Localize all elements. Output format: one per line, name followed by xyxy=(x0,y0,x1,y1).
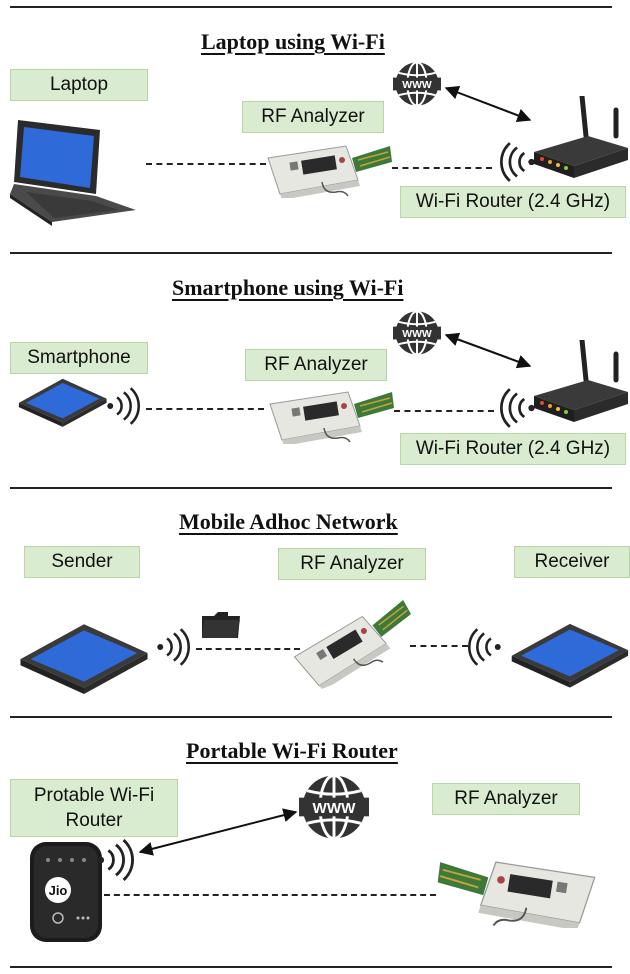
rf-analyzer-label: RF Analyzer xyxy=(245,349,387,381)
rf-analyzer-label: RF Analyzer xyxy=(242,101,384,133)
rf-analyzer-label: RF Analyzer xyxy=(432,783,580,815)
receiver-label: Receiver xyxy=(514,546,630,578)
connection-line xyxy=(146,408,264,410)
laptop-label: Laptop xyxy=(10,69,148,101)
laptop-icon xyxy=(10,120,136,226)
wifi-router-label: Wi-Fi Router (2.4 GHz) xyxy=(400,433,626,465)
folder-icon xyxy=(202,612,240,638)
sender-label: Sender xyxy=(24,546,140,578)
smartphone-label: Smartphone xyxy=(10,342,148,374)
section-divider xyxy=(10,252,612,254)
top-rule xyxy=(10,6,612,8)
section-divider xyxy=(10,716,612,718)
connection-line xyxy=(196,648,300,650)
connection-line xyxy=(410,645,468,647)
section-title: Portable Wi-Fi Router xyxy=(186,738,398,763)
portable-router-icon: Jio xyxy=(30,842,102,942)
wifi-router-label: Wi-Fi Router (2.4 GHz) xyxy=(400,186,626,218)
section-title: Mobile Adhoc Network xyxy=(179,509,398,534)
connection-line xyxy=(394,410,494,412)
connection-line xyxy=(146,163,266,165)
rf-analyzer-icon xyxy=(432,852,608,928)
rf-analyzer-label: RF Analyzer xyxy=(278,548,426,580)
connection-line xyxy=(392,167,492,169)
section-title: Laptop using Wi-Fi xyxy=(201,29,385,54)
section-title: Smartphone using Wi-Fi xyxy=(172,275,404,300)
portable-router-label-line2: Router xyxy=(65,810,123,831)
section-divider xyxy=(10,487,612,489)
brand-logo-text: Jio xyxy=(49,883,68,898)
bottom-rule xyxy=(10,966,612,968)
portable-router-label-line1: Protable Wi-Fi xyxy=(33,785,155,806)
connection-line xyxy=(104,894,436,896)
